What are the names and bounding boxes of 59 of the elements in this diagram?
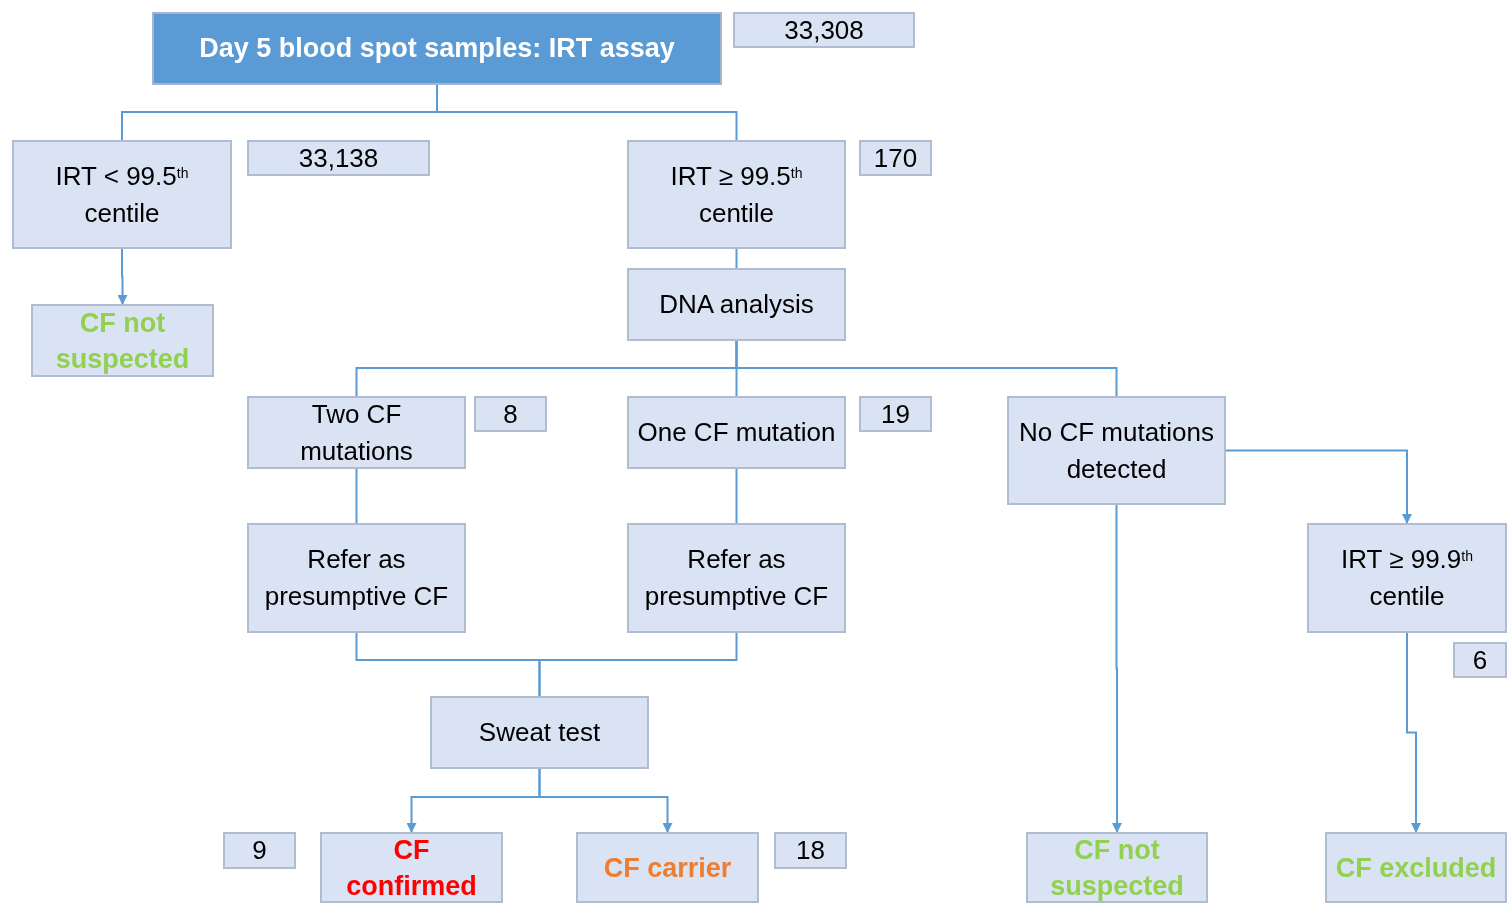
node-label: 9 xyxy=(252,834,267,867)
node-label: Two CF mutations xyxy=(299,397,414,468)
outcome-box xyxy=(31,304,214,377)
process-box xyxy=(247,523,466,633)
connector-line xyxy=(735,340,1118,397)
outcome-box xyxy=(576,832,759,903)
connector-line xyxy=(735,468,738,524)
count-box xyxy=(859,396,932,432)
process-box xyxy=(627,396,846,469)
outcome-box xyxy=(1325,832,1507,903)
node-label: CF not suspected xyxy=(1049,833,1185,903)
process-box xyxy=(627,268,846,341)
node-label: CF not suspected xyxy=(54,306,191,376)
node-label: 6 xyxy=(1472,643,1488,677)
connector-line xyxy=(436,84,738,141)
process-box xyxy=(627,523,846,633)
node-label: IRT ≥ 99.9$^{th}$ centile xyxy=(1340,543,1474,613)
node-label: Refer as presumptive CF xyxy=(643,543,830,613)
node-label: CF excluded xyxy=(1335,851,1497,885)
node-label: CF carrier xyxy=(603,851,732,885)
node-label: IRT < 99.5$^{th}$ centile xyxy=(54,159,190,230)
connector-line xyxy=(538,632,738,697)
node-label: 8 xyxy=(503,397,518,431)
node-label: 33,138 xyxy=(298,141,379,175)
arrow xyxy=(538,768,673,833)
node-label: 19 xyxy=(881,397,910,431)
arrow xyxy=(1406,632,1421,833)
outcome-box xyxy=(320,832,503,903)
count-box xyxy=(223,832,296,869)
outcome-box xyxy=(1026,832,1208,903)
arrow xyxy=(1225,449,1412,524)
node-label: 33,308 xyxy=(784,13,864,47)
connector-line xyxy=(355,468,358,524)
node-label: Sweat test xyxy=(478,716,601,749)
arrow xyxy=(1112,504,1122,833)
process-box xyxy=(247,396,466,469)
process-box xyxy=(1307,523,1507,633)
process-box xyxy=(1007,396,1226,505)
node-label: 18 xyxy=(796,834,825,867)
process-box xyxy=(12,140,232,249)
node-label: One CF mutation xyxy=(637,416,836,449)
count-box xyxy=(774,832,847,869)
count-box xyxy=(859,140,932,176)
node-label: 170 xyxy=(873,141,918,175)
node-label: No CF mutations detected xyxy=(1017,415,1216,486)
node-label: DNA analysis xyxy=(659,288,814,321)
count-box xyxy=(474,396,547,432)
node-label: Day 5 blood spot samples: IRT assay xyxy=(199,32,675,66)
node-label: CF confirmed xyxy=(345,833,478,903)
count-box xyxy=(247,140,430,176)
title-box xyxy=(152,12,722,85)
count-box xyxy=(1453,642,1507,678)
connector-line xyxy=(735,248,738,269)
process-box xyxy=(627,140,846,249)
process-box xyxy=(430,696,649,769)
arrow xyxy=(117,248,128,305)
node-label: Refer as presumptive CF xyxy=(263,543,450,613)
node-label: IRT ≥ 99.5$^{th}$ centile xyxy=(669,159,804,230)
count-box xyxy=(733,12,915,48)
